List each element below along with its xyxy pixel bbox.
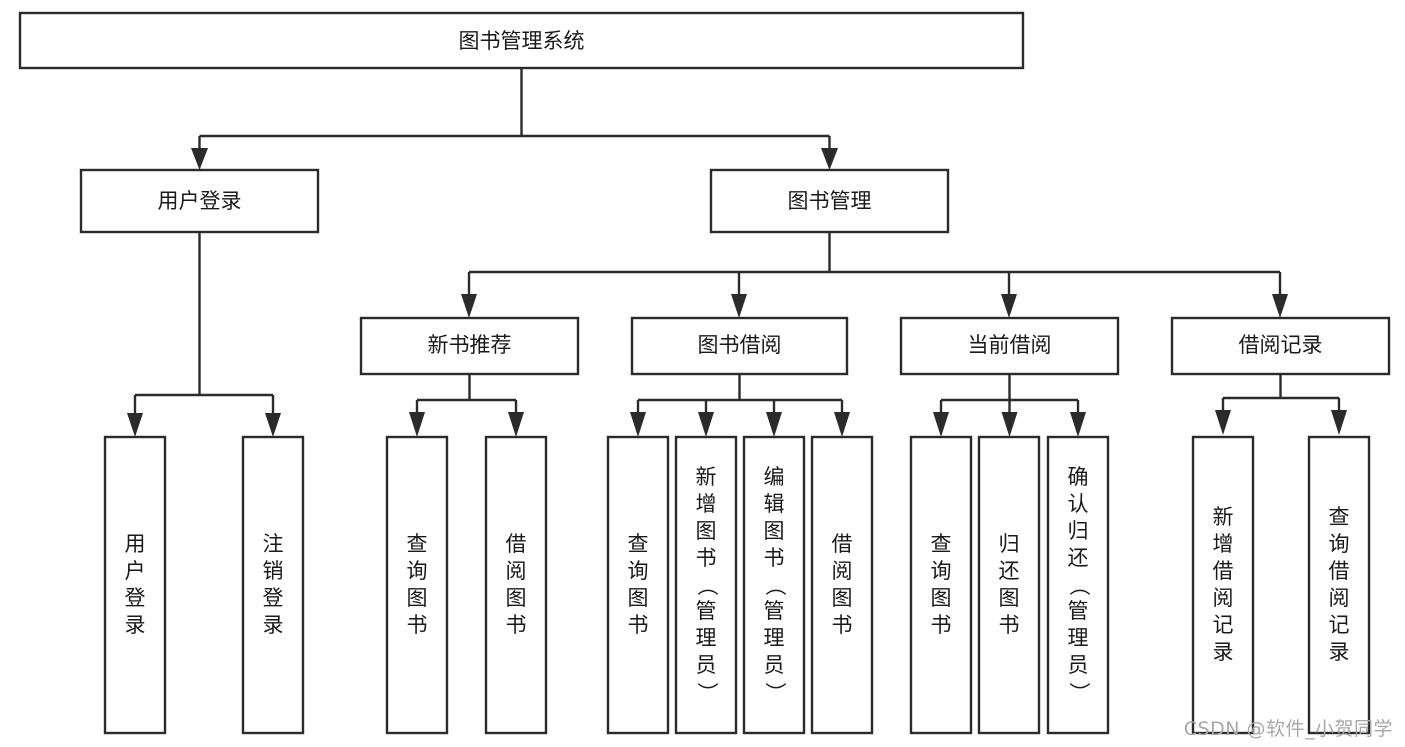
- arrow-head-leaf-add-record: [1215, 410, 1231, 435]
- arrow-head-book-borrow: [731, 294, 747, 318]
- arrow-head-leaf-user-login: [127, 413, 143, 437]
- node-root-box[interactable]: [18, 11, 1025, 70]
- node-leaf-query-book-3-box[interactable]: [909, 435, 973, 735]
- arrow-head-user-login: [191, 148, 208, 170]
- arrow-head-leaf-return-book: [1001, 412, 1018, 437]
- arrow-head-leaf-confirm-return: [1070, 412, 1086, 437]
- node-leaf-query-record-box[interactable]: [1307, 435, 1371, 735]
- node-leaf-return-book-box[interactable]: [977, 435, 1041, 735]
- connector-group-user-login: [127, 232, 281, 437]
- arrow-head-leaf-borrow-book-2: [834, 412, 850, 437]
- node-new-book-rec-box[interactable]: [359, 316, 580, 376]
- arrow-head-leaf-borrow-book-1: [508, 412, 524, 437]
- node-leaf-logout-login-box[interactable]: [241, 435, 305, 735]
- node-book-borrow-label: 图书借阅: [698, 333, 782, 357]
- node-user-login-label: 用户登录: [158, 189, 242, 213]
- node-book-manage-box[interactable]: [709, 168, 950, 234]
- connector-group-book-manage: [461, 232, 1288, 318]
- node-leaf-edit-book-box[interactable]: [742, 435, 806, 735]
- node-root-label: 图书管理系统: [459, 29, 585, 53]
- arrow-head-leaf-add-book: [698, 412, 714, 437]
- node-leaf-confirm-return-box[interactable]: [1046, 435, 1110, 735]
- connector-group-book-borrow: [630, 374, 850, 437]
- arrow-head-leaf-edit-book: [766, 412, 782, 437]
- arrow-head-borrow-record: [1272, 294, 1288, 318]
- node-new-book-rec-label: 新书推荐: [428, 333, 512, 357]
- arrow-head-new-book-rec: [461, 294, 477, 318]
- connector-group-current-borrow: [933, 374, 1086, 437]
- connector-group-root: [191, 68, 838, 170]
- connector-group-new-book-rec: [409, 374, 524, 437]
- node-borrow-record-label: 借阅记录: [1239, 333, 1323, 357]
- node-leaf-query-book-2-box[interactable]: [606, 435, 670, 735]
- arrow-head-current-borrow: [1001, 294, 1017, 318]
- arrow-head-leaf-query-book-3: [933, 412, 949, 437]
- arrow-head-leaf-query-book-1: [409, 412, 425, 437]
- arrow-head-leaf-query-book-2: [630, 412, 646, 437]
- node-leaf-query-book-1-box[interactable]: [385, 435, 449, 735]
- arrow-head-leaf-query-record: [1331, 410, 1347, 435]
- arrow-head-book-manage: [821, 148, 838, 170]
- node-borrow-record-box[interactable]: [1170, 316, 1391, 376]
- node-book-borrow-box[interactable]: [630, 316, 849, 376]
- node-leaf-add-record-box[interactable]: [1191, 435, 1255, 735]
- connector-group-borrow-record: [1215, 374, 1347, 435]
- node-book-manage-label: 图书管理: [788, 189, 872, 213]
- node-current-borrow-label: 当前借阅: [968, 333, 1052, 357]
- node-leaf-add-book-box[interactable]: [674, 435, 738, 735]
- node-current-borrow-box[interactable]: [899, 316, 1120, 376]
- node-leaf-borrow-book-1-box[interactable]: [484, 435, 548, 735]
- watermark-text: CSDN @软件_小贺同学: [1183, 718, 1393, 740]
- arrow-head-leaf-logout-login: [265, 413, 281, 437]
- node-leaf-user-login-box[interactable]: [103, 435, 167, 735]
- node-leaf-borrow-book-2-box[interactable]: [810, 435, 874, 735]
